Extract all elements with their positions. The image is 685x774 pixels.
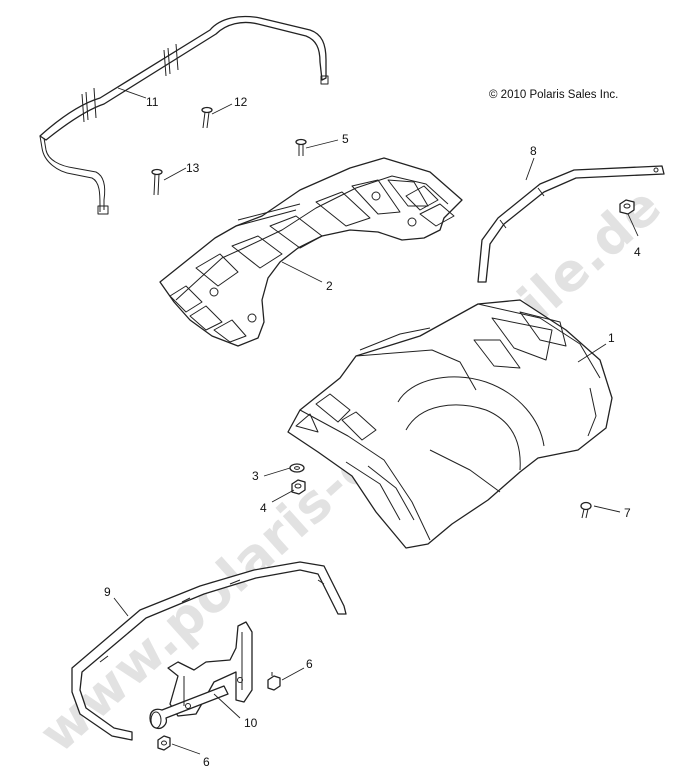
callout-3: 3	[252, 469, 259, 483]
callout-2: 2	[326, 279, 333, 293]
bolt-12	[201, 106, 213, 129]
nut-4-top	[619, 199, 635, 215]
callout-labels: 11 12 5 13 8 4 2 1 3 4 7 9 6 10 6	[104, 95, 641, 769]
rack-rail-9	[71, 561, 347, 741]
callout-13: 13	[186, 161, 200, 175]
callout-11: 11	[146, 95, 159, 109]
bracket-10	[149, 621, 253, 730]
bolt-6-bottom	[157, 735, 171, 751]
callout-6-top: 6	[306, 657, 313, 671]
copyright-text: © 2010 Polaris Sales Inc.	[489, 89, 618, 101]
washer-3	[289, 463, 305, 473]
callout-5: 5	[342, 132, 349, 146]
callout-1: 1	[608, 331, 615, 345]
callout-6-bottom: 6	[203, 755, 210, 769]
rail-8	[477, 165, 665, 283]
callout-12: 12	[234, 95, 248, 109]
bolt-13	[151, 168, 163, 196]
callout-8: 8	[530, 144, 537, 158]
callout-10: 10	[244, 716, 258, 730]
callout-4-top: 4	[634, 245, 641, 259]
rivet-7	[580, 501, 592, 519]
callout-4-mid: 4	[260, 501, 267, 515]
callout-7: 7	[624, 506, 631, 520]
rack-2	[159, 157, 463, 347]
rear-rack-rail-11	[39, 15, 329, 215]
leader-lines	[113, 87, 639, 755]
rear-fender-1	[287, 299, 613, 549]
callout-9: 9	[104, 585, 111, 599]
bolt-6-top	[267, 672, 281, 691]
bolt-5	[295, 138, 307, 156]
nut-4-mid	[291, 479, 306, 495]
